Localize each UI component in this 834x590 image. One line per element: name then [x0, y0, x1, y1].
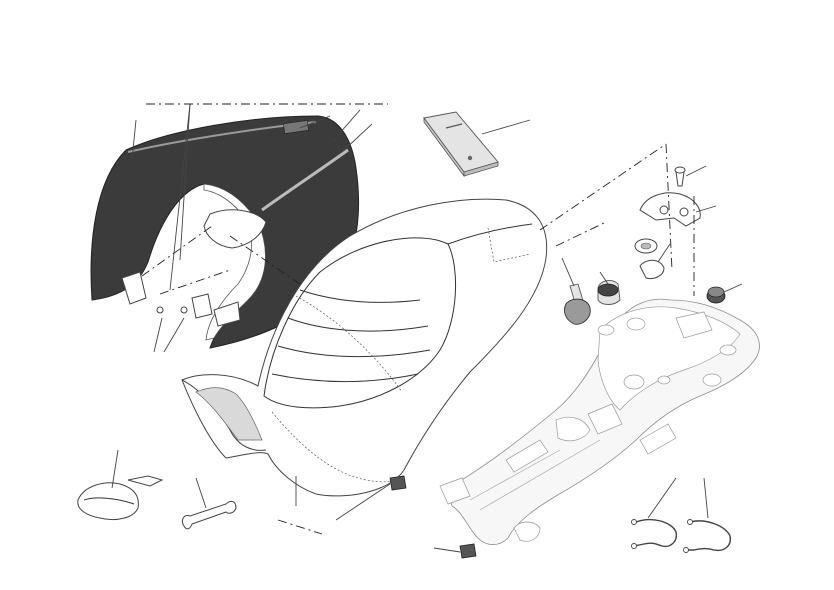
wrench — [181, 500, 237, 530]
assembly-lines — [141, 103, 695, 535]
rear-subframe — [439, 298, 760, 545]
lock-cylinder — [597, 238, 665, 305]
leader-lines — [111, 103, 743, 553]
ignition-key — [563, 283, 591, 325]
cable-pair — [631, 518, 731, 553]
manual-booklet — [423, 111, 499, 178]
seat — [181, 198, 548, 497]
rubber-grommet — [706, 286, 726, 304]
retaining-clip — [156, 293, 477, 559]
seat-lock-mechanism — [639, 166, 701, 227]
tool-pouch — [77, 475, 164, 521]
rear-seat-cover — [90, 115, 360, 349]
